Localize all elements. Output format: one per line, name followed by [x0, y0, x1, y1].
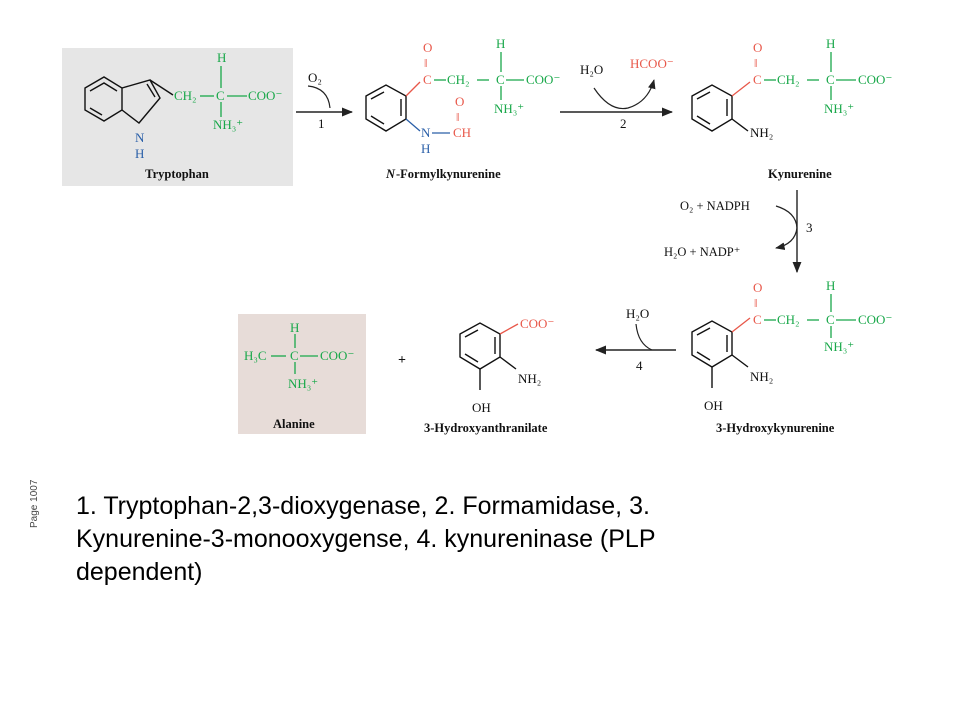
step-1-o2-curve	[307, 85, 331, 109]
n-formylkynurenine-alpha-h: H	[496, 36, 505, 51]
n-formylkynurenine-ketone-c: C	[423, 72, 432, 87]
step-3-curve	[775, 205, 798, 250]
n-formylkynurenine-ketone-dbl: ‖	[424, 56, 427, 70]
hydroxykynurenine-nh2: NH₂	[750, 369, 773, 384]
tryptophan-coo: COO⁻	[248, 88, 282, 103]
kynurenine-nh2: NH₂	[750, 125, 773, 140]
kynurenine-ketone-dbl: ‖	[754, 56, 757, 70]
n-formylkynurenine-ring	[365, 84, 407, 132]
n-formylkynurenine-coo: COO⁻	[526, 72, 560, 87]
step-4-h2o-curve	[635, 323, 653, 351]
n-formylkynurenine-ketone-o: O	[423, 40, 432, 55]
label-n-formylkynurenine: -Formylkynurenine	[396, 167, 501, 181]
hydroxykynurenine-alpha-c: C	[826, 312, 835, 327]
hydroxykynurenine-coo: COO⁻	[858, 312, 892, 327]
step-3-products: H₂O + NADP⁺	[664, 245, 740, 259]
label-kynurenine: Kynurenine	[768, 167, 832, 181]
hydroxykynurenine-alpha-h: H	[826, 278, 835, 293]
tryptophan-nh3: NH₃⁺	[213, 117, 243, 132]
label-alanine: Alanine	[273, 417, 315, 431]
label-tryptophan: Tryptophan	[145, 167, 209, 181]
alanine-h3c: H₃C	[244, 348, 267, 363]
hydroxykynurenine-oh: OH	[704, 398, 723, 413]
hydroxykynurenine-ring	[691, 320, 749, 388]
kynurenine-alpha-c: C	[826, 72, 835, 87]
kynurenine-alpha-h: H	[826, 36, 835, 51]
plus-sign: +	[398, 353, 406, 368]
hydroxyanthranilate-carboxyl-bond	[499, 323, 519, 335]
step-4-h2o: H₂O	[626, 306, 649, 321]
step-2-h2o: H₂O	[580, 62, 603, 77]
hydroxyanthranilate-ring	[459, 322, 517, 390]
alanine-alpha-c: C	[290, 348, 299, 363]
step-3-reactants: O₂ + NADPH	[680, 199, 750, 213]
hydroxyanthranilate-nh2: NH₂	[518, 371, 541, 386]
step-2-curve	[593, 79, 656, 110]
tryptophan-structure	[84, 76, 174, 124]
alanine-alpha-h: H	[290, 320, 299, 335]
kynurenine-green-chain	[764, 52, 856, 100]
tryptophan-ch2: CH₂	[174, 88, 197, 103]
caption-line-1: 1. Tryptophan-2,3-dioxygenase, 2. Formam…	[76, 492, 650, 520]
hydroxykynurenine-ketone-bond	[731, 317, 751, 333]
enzyme-caption: 1. Tryptophan-2,3-dioxygenase, 2. Formam…	[76, 490, 876, 589]
hydroxykynurenine-ch2: CH₂	[777, 312, 800, 327]
alanine-highlight-box	[238, 314, 366, 434]
tryptophan-green-chain	[200, 66, 247, 117]
label-hydroxyanthranilate: 3-Hydroxyanthranilate	[424, 421, 548, 435]
kynurenine-ketone-bond	[731, 81, 751, 97]
n-formylkynurenine-amide-n: N	[421, 125, 431, 140]
page-reference-text: Page 1007	[29, 479, 40, 528]
label-hydroxykynurenine: 3-Hydroxykynurenine	[716, 421, 835, 435]
hydroxykynurenine-ketone-dbl: ‖	[754, 296, 757, 310]
n-formylkynurenine-formyl-ch: CH	[453, 125, 471, 140]
kynurenine-ketone-o: O	[753, 40, 762, 55]
tryptophan-alpha-c: C	[216, 88, 225, 103]
caption-line-2: Kynurenine-3-monooxygense, 4. kynurenina…	[76, 525, 656, 553]
hydroxykynurenine-green-chain	[764, 294, 856, 338]
tryptophan-alpha-h: H	[217, 50, 226, 65]
label-n-formylkynurenine-prefix: N	[385, 167, 396, 181]
step-3-number: 3	[806, 220, 813, 235]
n-formylkynurenine-ch2: CH₂	[447, 72, 470, 87]
n-formylkynurenine-formyl-o: O	[455, 94, 464, 109]
step-1-number: 1	[318, 116, 325, 131]
kynurenine-ketone-c: C	[753, 72, 762, 87]
tryptophan-indole-h: H	[135, 146, 144, 161]
caption-line-3: dependent)	[76, 558, 203, 586]
step-2-formate: HCOO⁻	[630, 56, 674, 71]
n-formylkynurenine-alpha-c: C	[496, 72, 505, 87]
alanine-coo: COO⁻	[320, 348, 354, 363]
hydroxykynurenine-ketone-o: O	[753, 280, 762, 295]
hydroxyanthranilate-oh: OH	[472, 400, 491, 415]
hydroxykynurenine-nh3: NH₃⁺	[824, 339, 854, 354]
n-formylkynurenine-amide-bond	[405, 118, 421, 132]
tryptophan-highlight-box	[62, 48, 293, 186]
step-4-number: 4	[636, 358, 643, 373]
n-formylkynurenine-nh3: NH₃⁺	[494, 101, 524, 116]
hydroxyanthranilate-coo: COO⁻	[520, 316, 554, 331]
alanine-nh3: NH₃⁺	[288, 376, 318, 391]
kynurenine-coo: COO⁻	[858, 72, 892, 87]
step-2-number: 2	[620, 116, 627, 131]
kynurenine-ch2: CH₂	[777, 72, 800, 87]
step-1-o2: O₂	[308, 70, 322, 85]
alanine-green-chain	[271, 334, 318, 374]
n-formylkynurenine-formyl-dbl: ‖	[456, 110, 459, 124]
kynurenine-nh3: NH₃⁺	[824, 101, 854, 116]
n-formylkynurenine-amide-h: H	[421, 141, 430, 156]
n-formylkynurenine-green-chain	[434, 52, 524, 100]
tryptophan-indole-n: N	[135, 130, 145, 145]
hydroxykynurenine-ketone-c: C	[753, 312, 762, 327]
kynurenine-ring	[691, 84, 749, 132]
n-formylkynurenine-ketone-bond	[405, 81, 421, 97]
page-reference: Page 1007	[26, 470, 40, 530]
